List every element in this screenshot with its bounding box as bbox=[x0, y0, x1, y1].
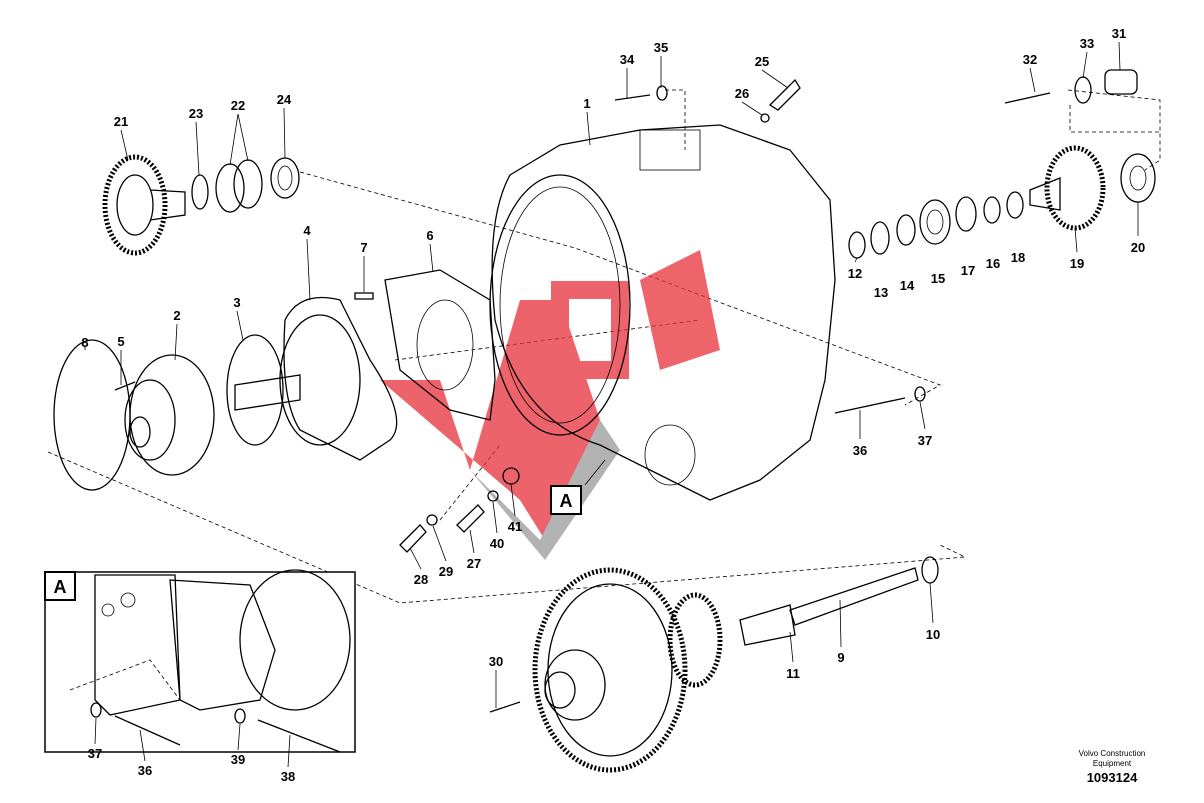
part-2-pump bbox=[124, 354, 215, 476]
inset-label-part-37: 37 bbox=[88, 746, 102, 761]
part-5-bolt bbox=[114, 381, 136, 391]
label-part-6: 6 bbox=[426, 228, 433, 243]
label-part-34: 34 bbox=[620, 52, 635, 67]
part-4-stator-support bbox=[234, 296, 398, 461]
label-part-21: 21 bbox=[114, 114, 128, 129]
label-part-17: 17 bbox=[961, 263, 975, 278]
part-24-seal bbox=[270, 157, 300, 199]
svg-text:A: A bbox=[560, 491, 573, 511]
label-part-3: 3 bbox=[233, 295, 240, 310]
label-part-16: 16 bbox=[986, 256, 1000, 271]
label-part-1: 1 bbox=[583, 96, 590, 111]
part-25-sensor bbox=[768, 78, 801, 111]
inset-title: A bbox=[54, 577, 67, 597]
label-part-19: 19 bbox=[1070, 256, 1084, 271]
label-part-36: 36 bbox=[853, 443, 867, 458]
part-13-nut bbox=[870, 221, 890, 255]
label-part-20: 20 bbox=[1131, 240, 1145, 255]
label-part-4: 4 bbox=[303, 223, 311, 238]
part-20-bearing bbox=[1120, 153, 1156, 203]
label-part-23: 23 bbox=[189, 106, 203, 121]
part-19-gear bbox=[1029, 145, 1106, 231]
part-6-gasket bbox=[384, 269, 496, 421]
label-part-2: 2 bbox=[173, 308, 180, 323]
label-part-5: 5 bbox=[117, 334, 124, 349]
part-28-sensor bbox=[399, 524, 427, 553]
part-14-ring bbox=[896, 214, 916, 246]
label-part-35: 35 bbox=[654, 40, 668, 55]
inset-label-part-39: 39 bbox=[231, 752, 245, 767]
part-36-bolt bbox=[834, 397, 906, 414]
label-part-14: 14 bbox=[900, 278, 915, 293]
label-part-12: 12 bbox=[848, 266, 862, 281]
label-part-37: 37 bbox=[918, 433, 932, 448]
leader-lines bbox=[84, 41, 1139, 708]
part-27-sensor bbox=[456, 504, 485, 533]
part-8-o-ring bbox=[53, 339, 131, 491]
part-31-plug bbox=[1104, 69, 1138, 95]
part-7-pin bbox=[354, 292, 374, 300]
part-32-bolt bbox=[1004, 92, 1051, 104]
label-part-13: 13 bbox=[874, 285, 888, 300]
part-11-hub bbox=[739, 604, 796, 646]
part-9-shaft bbox=[789, 567, 919, 626]
inset-label-part-38: 38 bbox=[281, 769, 295, 784]
part-15-bearing bbox=[919, 199, 951, 245]
part-23-ring bbox=[191, 174, 209, 210]
assembly-axis-lines bbox=[47, 89, 1161, 604]
part-22-bearing bbox=[215, 159, 263, 213]
inset-view-a: A 37 36 39 38 bbox=[44, 569, 356, 784]
part-35-washer bbox=[656, 85, 668, 101]
part-1-transmission-housing bbox=[489, 124, 836, 501]
inset-label-part-36: 36 bbox=[138, 763, 152, 778]
part-converter-assembly bbox=[532, 567, 723, 773]
label-part-40: 40 bbox=[490, 536, 504, 551]
part-16-ring bbox=[983, 196, 1001, 224]
drawing-footer: Volvo Construction Equipment 1093124 bbox=[1079, 749, 1146, 785]
label-part-26: 26 bbox=[735, 86, 749, 101]
label-part-30: 30 bbox=[489, 654, 503, 669]
part-10-ring bbox=[921, 556, 939, 584]
label-part-18: 18 bbox=[1011, 250, 1025, 265]
part-labels: 1 2 3 4 5 6 7 8 9 10 11 12 13 14 15 16 1… bbox=[81, 26, 1145, 681]
label-part-9: 9 bbox=[837, 650, 844, 665]
label-part-24: 24 bbox=[277, 92, 292, 107]
part-21-gear bbox=[102, 154, 186, 256]
label-part-32: 32 bbox=[1023, 52, 1037, 67]
label-part-11: 11 bbox=[786, 666, 800, 681]
label-part-33: 33 bbox=[1080, 36, 1094, 51]
part-17-ring bbox=[955, 196, 977, 232]
label-part-27: 27 bbox=[467, 556, 481, 571]
label-part-7: 7 bbox=[360, 240, 367, 255]
part-30-bolt bbox=[489, 701, 521, 713]
label-part-29: 29 bbox=[439, 564, 453, 579]
part-3-ring bbox=[226, 334, 284, 446]
label-part-10: 10 bbox=[926, 627, 940, 642]
part-26-seal-ring bbox=[760, 113, 770, 123]
part-29-ring bbox=[426, 514, 438, 526]
label-part-25: 25 bbox=[755, 54, 769, 69]
company-line-1: Volvo Construction bbox=[1079, 749, 1146, 758]
part-40-ring bbox=[487, 490, 499, 502]
label-part-41: 41 bbox=[508, 519, 522, 534]
part-18-ring bbox=[1006, 191, 1024, 219]
label-part-22: 22 bbox=[231, 98, 245, 113]
drawing-number: 1093124 bbox=[1087, 770, 1138, 785]
part-37-washer bbox=[914, 386, 926, 402]
label-part-8: 8 bbox=[81, 335, 88, 350]
company-line-2: Equipment bbox=[1093, 759, 1132, 768]
part-33-ring bbox=[1074, 76, 1092, 104]
label-part-28: 28 bbox=[414, 572, 428, 587]
part-34-bolt bbox=[614, 94, 651, 101]
label-part-15: 15 bbox=[931, 271, 945, 286]
label-part-31: 31 bbox=[1112, 26, 1126, 41]
part-12-washer bbox=[848, 231, 866, 259]
view-marker-a: A bbox=[550, 485, 582, 515]
